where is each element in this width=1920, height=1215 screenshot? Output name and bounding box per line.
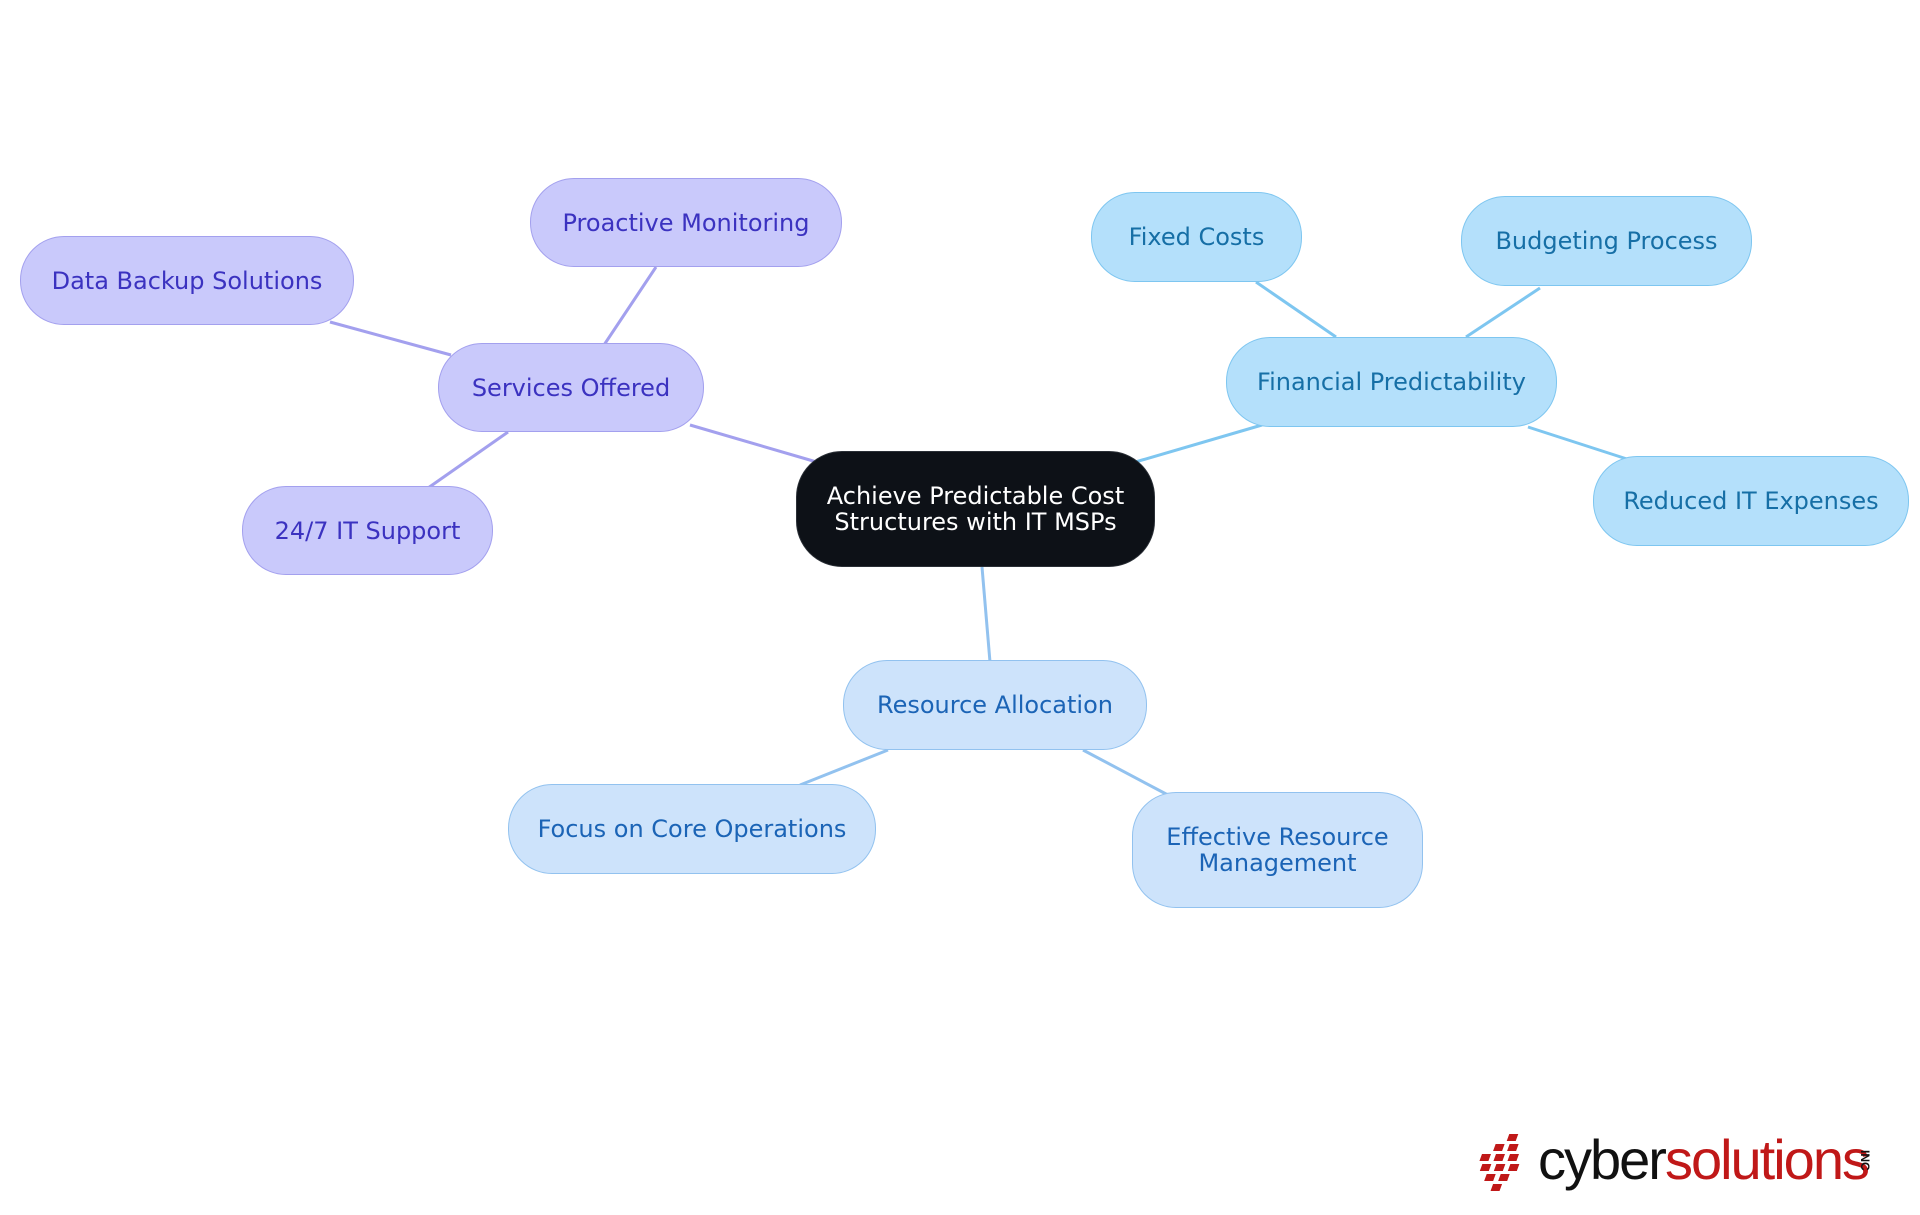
node-budgeting-process-label: Budgeting Process bbox=[1495, 227, 1718, 255]
logo-mark-icon bbox=[1479, 1134, 1520, 1191]
edge-financial-budgeting bbox=[1465, 286, 1541, 339]
node-financial-predictability-label: Financial Predictability bbox=[1257, 368, 1526, 396]
node-effective-resource-management: Effective Resource Management bbox=[1132, 792, 1423, 908]
edge-resource-focus bbox=[799, 748, 889, 787]
node-fixed-costs-label: Fixed Costs bbox=[1128, 223, 1265, 251]
cybersolutions-logo: cybersolutions INC bbox=[1470, 1128, 1872, 1194]
node-financial-predictability: Financial Predictability bbox=[1226, 337, 1557, 427]
node-focus-on-core-operations: Focus on Core Operations bbox=[508, 784, 876, 874]
node-resource-allocation: Resource Allocation bbox=[843, 660, 1147, 750]
node-data-backup-solutions: Data Backup Solutions bbox=[20, 236, 354, 325]
center-node-label: Achieve Predictable Cost Structures with… bbox=[826, 482, 1125, 536]
node-budgeting-process: Budgeting Process bbox=[1461, 196, 1752, 286]
node-reduced-it-expenses: Reduced IT Expenses bbox=[1593, 456, 1909, 546]
node-data-backup-solutions-label: Data Backup Solutions bbox=[51, 266, 323, 295]
logo-word-solutions: solutions bbox=[1664, 1128, 1870, 1191]
node-services-offered-label: Services Offered bbox=[471, 373, 671, 402]
edge-services-proactive bbox=[602, 266, 658, 346]
node-24-7-it-support-label: 24/7 IT Support bbox=[274, 516, 461, 545]
edge-financial-reduced bbox=[1527, 425, 1631, 462]
center-node: Achieve Predictable Cost Structures with… bbox=[796, 451, 1155, 567]
node-effective-resource-management-label: Effective Resource Management bbox=[1166, 823, 1389, 877]
edge-center-services bbox=[689, 423, 821, 465]
node-services-offered: Services Offered bbox=[438, 343, 704, 432]
node-fixed-costs: Fixed Costs bbox=[1091, 192, 1302, 282]
edge-resource-effective bbox=[1082, 748, 1169, 797]
logo-wordmark: cybersolutions bbox=[1538, 1128, 1870, 1191]
edge-financial-fixed bbox=[1255, 280, 1337, 339]
logo-word-cyber: cyber bbox=[1538, 1128, 1667, 1191]
edge-services-support bbox=[427, 430, 509, 490]
edge-center-resource bbox=[980, 566, 992, 663]
node-focus-on-core-operations-label: Focus on Core Operations bbox=[537, 815, 847, 843]
node-reduced-it-expenses-label: Reduced IT Expenses bbox=[1623, 487, 1879, 515]
logo-inc: INC bbox=[1858, 1150, 1872, 1171]
node-24-7-it-support: 24/7 IT Support bbox=[242, 486, 493, 575]
node-proactive-monitoring-label: Proactive Monitoring bbox=[562, 208, 810, 237]
edge-services-backup bbox=[329, 320, 452, 357]
node-resource-allocation-label: Resource Allocation bbox=[876, 691, 1113, 719]
node-proactive-monitoring: Proactive Monitoring bbox=[530, 178, 842, 267]
edge-center-financial bbox=[1131, 423, 1263, 465]
